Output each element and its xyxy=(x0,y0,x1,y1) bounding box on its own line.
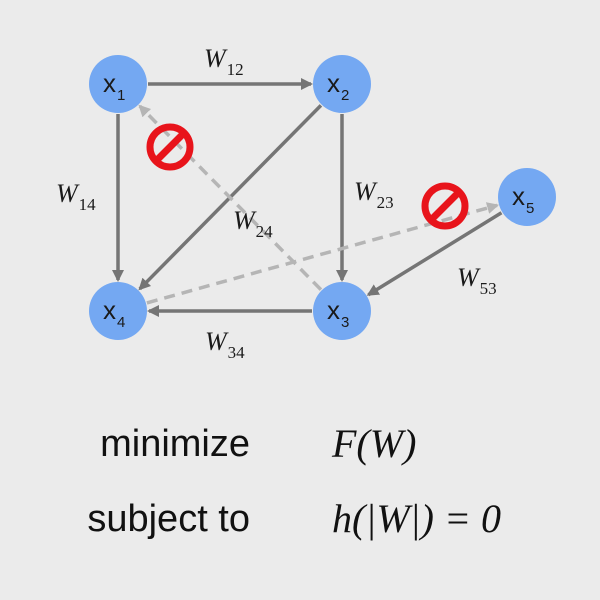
node-x5: x5 xyxy=(498,168,556,226)
edge-label-34: W34 xyxy=(205,327,245,362)
edge-label-23: W23 xyxy=(354,177,394,212)
edge-x5-x3 xyxy=(366,211,503,297)
objective-word: minimize xyxy=(100,423,250,465)
node-x4: x4 xyxy=(89,282,147,340)
prohibited-icon xyxy=(146,123,194,171)
objective-expression-text: F(W) xyxy=(332,421,417,466)
node-x3: x3 xyxy=(313,282,371,340)
edge-x4-x5 xyxy=(146,202,500,305)
constraint-expression-text: h(|W|) = 0 xyxy=(332,496,501,541)
constraint-row: subject to h(|W|) = 0 xyxy=(0,489,600,549)
objective-row: minimize F(W) xyxy=(0,414,600,474)
edge-label-14: W14 xyxy=(56,179,96,214)
edge-label-12: W12 xyxy=(204,44,244,79)
objective-expression: F(W) xyxy=(332,414,416,474)
edge-label-24: W24 xyxy=(233,206,273,241)
node-x1: x1 xyxy=(89,55,147,113)
constraint-word: subject to xyxy=(87,498,250,540)
edge-x3-x1 xyxy=(138,104,323,291)
constraint-expression: h(|W|) = 0 xyxy=(332,489,501,549)
edge-label-53: W53 xyxy=(457,263,497,298)
prohibited-icon xyxy=(421,182,469,230)
node-x2: x2 xyxy=(313,55,371,113)
